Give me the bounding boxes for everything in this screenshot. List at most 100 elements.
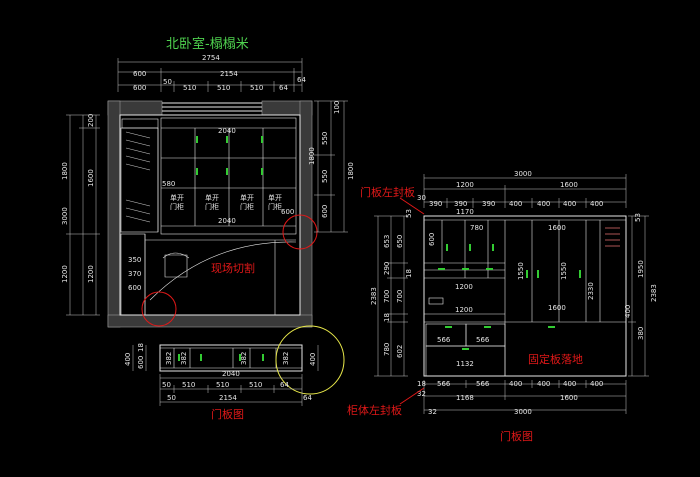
left-plan: 2754 600 2154 64 600 50 510 510 510 64 <box>61 54 355 328</box>
dim-label: 64 <box>280 381 289 389</box>
detail-circle <box>275 325 345 395</box>
dim-label: 290 <box>383 262 391 275</box>
dim-label: 2040 <box>218 217 236 225</box>
dim-label: 350 <box>128 256 141 264</box>
dim-label: 18 <box>137 343 145 352</box>
handle <box>486 268 493 270</box>
handle <box>200 354 202 361</box>
dim-label: 400 <box>309 353 317 366</box>
dim-label: 400 <box>537 200 550 208</box>
dim-label: 64 <box>297 76 306 84</box>
door-panel-caption: 门板图 <box>500 429 533 443</box>
cabinet-outline <box>423 215 627 377</box>
handle <box>462 348 469 350</box>
dim-label: 510 <box>216 381 229 389</box>
dim-label: 566 <box>437 380 451 388</box>
dim-label: 1800 <box>61 162 69 180</box>
dim-label: 602 <box>396 345 404 358</box>
handle <box>196 136 198 143</box>
dim-label: 1168 <box>456 394 474 402</box>
dim-label: 2154 <box>219 394 237 402</box>
cut-marker-circle <box>141 291 177 327</box>
handle <box>548 326 555 328</box>
dim-label: 550 <box>321 132 329 145</box>
dim-label: 400 <box>590 200 603 208</box>
dim-label: 32 <box>417 390 426 398</box>
dim-label: 566 <box>476 380 490 388</box>
drawing-title: 北卧室-榻榻米 <box>166 36 249 52</box>
dim-label: 3000 <box>514 170 532 178</box>
handle <box>492 244 494 251</box>
dim-label: 18 <box>405 269 413 278</box>
dim-label: 510 <box>182 381 195 389</box>
dim-label: 700 <box>383 290 391 303</box>
dim-label: 580 <box>162 180 175 188</box>
dim-label: 18 <box>417 380 426 388</box>
dim-label: 2383 <box>370 287 378 305</box>
dim-label: 1132 <box>456 360 474 368</box>
dim-label: 1800 <box>347 162 355 180</box>
dim-label: 1550 <box>560 262 568 280</box>
dim-label: 600 <box>321 205 329 218</box>
dim-label: 1600 <box>560 394 578 402</box>
dim-label: 600 <box>128 284 141 292</box>
dim-label: 600 <box>133 84 146 92</box>
dim-label: 382 <box>240 352 248 365</box>
single-door-label: 单开门柜 <box>170 193 184 211</box>
dim-label: 370 <box>128 270 141 278</box>
dim-label: 50 <box>163 78 172 86</box>
dim-label: 380 <box>637 327 645 340</box>
dim-label: 400 <box>124 353 132 366</box>
dim-label: 780 <box>383 343 391 356</box>
dim-label: 510 <box>249 381 262 389</box>
handle <box>239 354 241 361</box>
handle <box>262 354 264 361</box>
dim-label: 510 <box>183 84 196 92</box>
dim-label: 2383 <box>650 284 658 302</box>
dim-label: 400 <box>509 200 522 208</box>
dim-label: 700 <box>396 290 404 303</box>
handle <box>537 270 539 278</box>
dim-label: 566 <box>437 336 451 344</box>
dim-label: 53 <box>634 213 642 222</box>
handle <box>462 268 469 270</box>
handle <box>438 268 445 270</box>
handle <box>178 354 180 361</box>
right-elevation: 3000 1200 1600 30 390 390 390 400 400 40… <box>347 170 658 443</box>
dim-label: 2040 <box>222 370 240 378</box>
single-door-label: 单开门柜 <box>268 193 282 211</box>
dim-label: 1800 <box>308 147 316 165</box>
dim-label: 18 <box>383 313 391 322</box>
dim-label: 650 <box>396 235 404 248</box>
socket <box>428 297 444 305</box>
site-cut-label: 现场切割 <box>211 261 255 275</box>
dim-label: 1200 <box>455 306 473 314</box>
dim-label: 200 <box>87 114 95 127</box>
wall <box>107 100 121 328</box>
dim-label: 780 <box>470 224 483 232</box>
handle <box>579 270 581 278</box>
dim-label: 400 <box>624 305 632 318</box>
dim-label: 566 <box>476 336 490 344</box>
dim-label: 1600 <box>87 169 95 187</box>
handle <box>261 168 263 175</box>
dim-label: 1200 <box>87 265 95 283</box>
dim-label: 1950 <box>637 260 645 278</box>
dim-label: 510 <box>217 84 230 92</box>
dim-label: 1600 <box>548 224 566 232</box>
dim-label: 3000 <box>61 207 69 225</box>
handle <box>226 168 228 175</box>
dim-label: 600 <box>133 70 146 78</box>
dim-label: 653 <box>383 235 391 248</box>
dim-label: 30 <box>417 194 426 202</box>
dim-label: 1550 <box>517 262 525 280</box>
dim-label: 2040 <box>218 127 236 135</box>
handle <box>196 168 198 175</box>
door-panel-caption: 门板图 <box>211 407 244 421</box>
dim-label: 50 <box>162 381 171 389</box>
dim-label: 1600 <box>548 304 566 312</box>
dim-label: 390 <box>429 200 442 208</box>
handle <box>526 270 528 278</box>
handle <box>469 244 471 251</box>
handle <box>484 326 491 328</box>
